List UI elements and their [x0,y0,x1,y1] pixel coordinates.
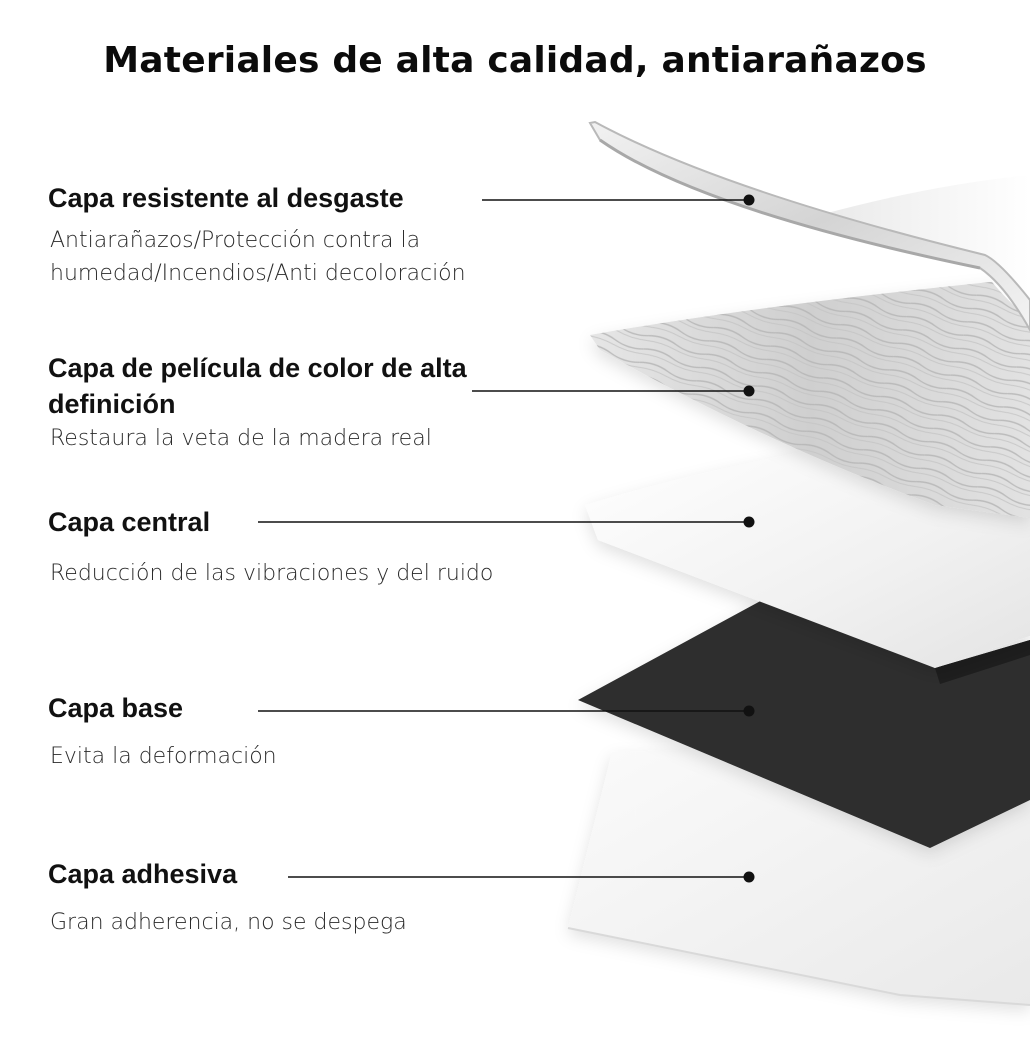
film-layer-label: Capa de película de color de alta defini… [48,353,467,419]
wear-layer-description: Antiarañazos/Protección contra la humeda… [50,228,466,286]
base-layer-sheet [578,598,1030,848]
color-film-layer-sheet [590,280,1030,518]
wear-resistant-layer-sheet [588,120,1030,333]
wear-layer-label: Capa resistente al desgaste [48,183,404,213]
page-title: Materiales de alta calidad, antiarañazos [103,40,927,81]
base-layer-label: Capa base [48,693,184,723]
core-layer-description: Reducción de las vibraciones y del ruido [50,561,494,586]
adhesive-layer-description: Gran adherencia, no se despega [50,910,407,935]
leader-dots [743,194,755,883]
core-layer-label: Capa central [48,507,211,537]
film-layer-description: Restaura la veta de la madera real [50,426,432,451]
core-layer-sheet [585,445,1030,668]
base-layer-description: Evita la deformación [50,744,277,769]
adhesive-layer-label: Capa adhesiva [48,859,238,889]
leader-lines [258,199,748,878]
